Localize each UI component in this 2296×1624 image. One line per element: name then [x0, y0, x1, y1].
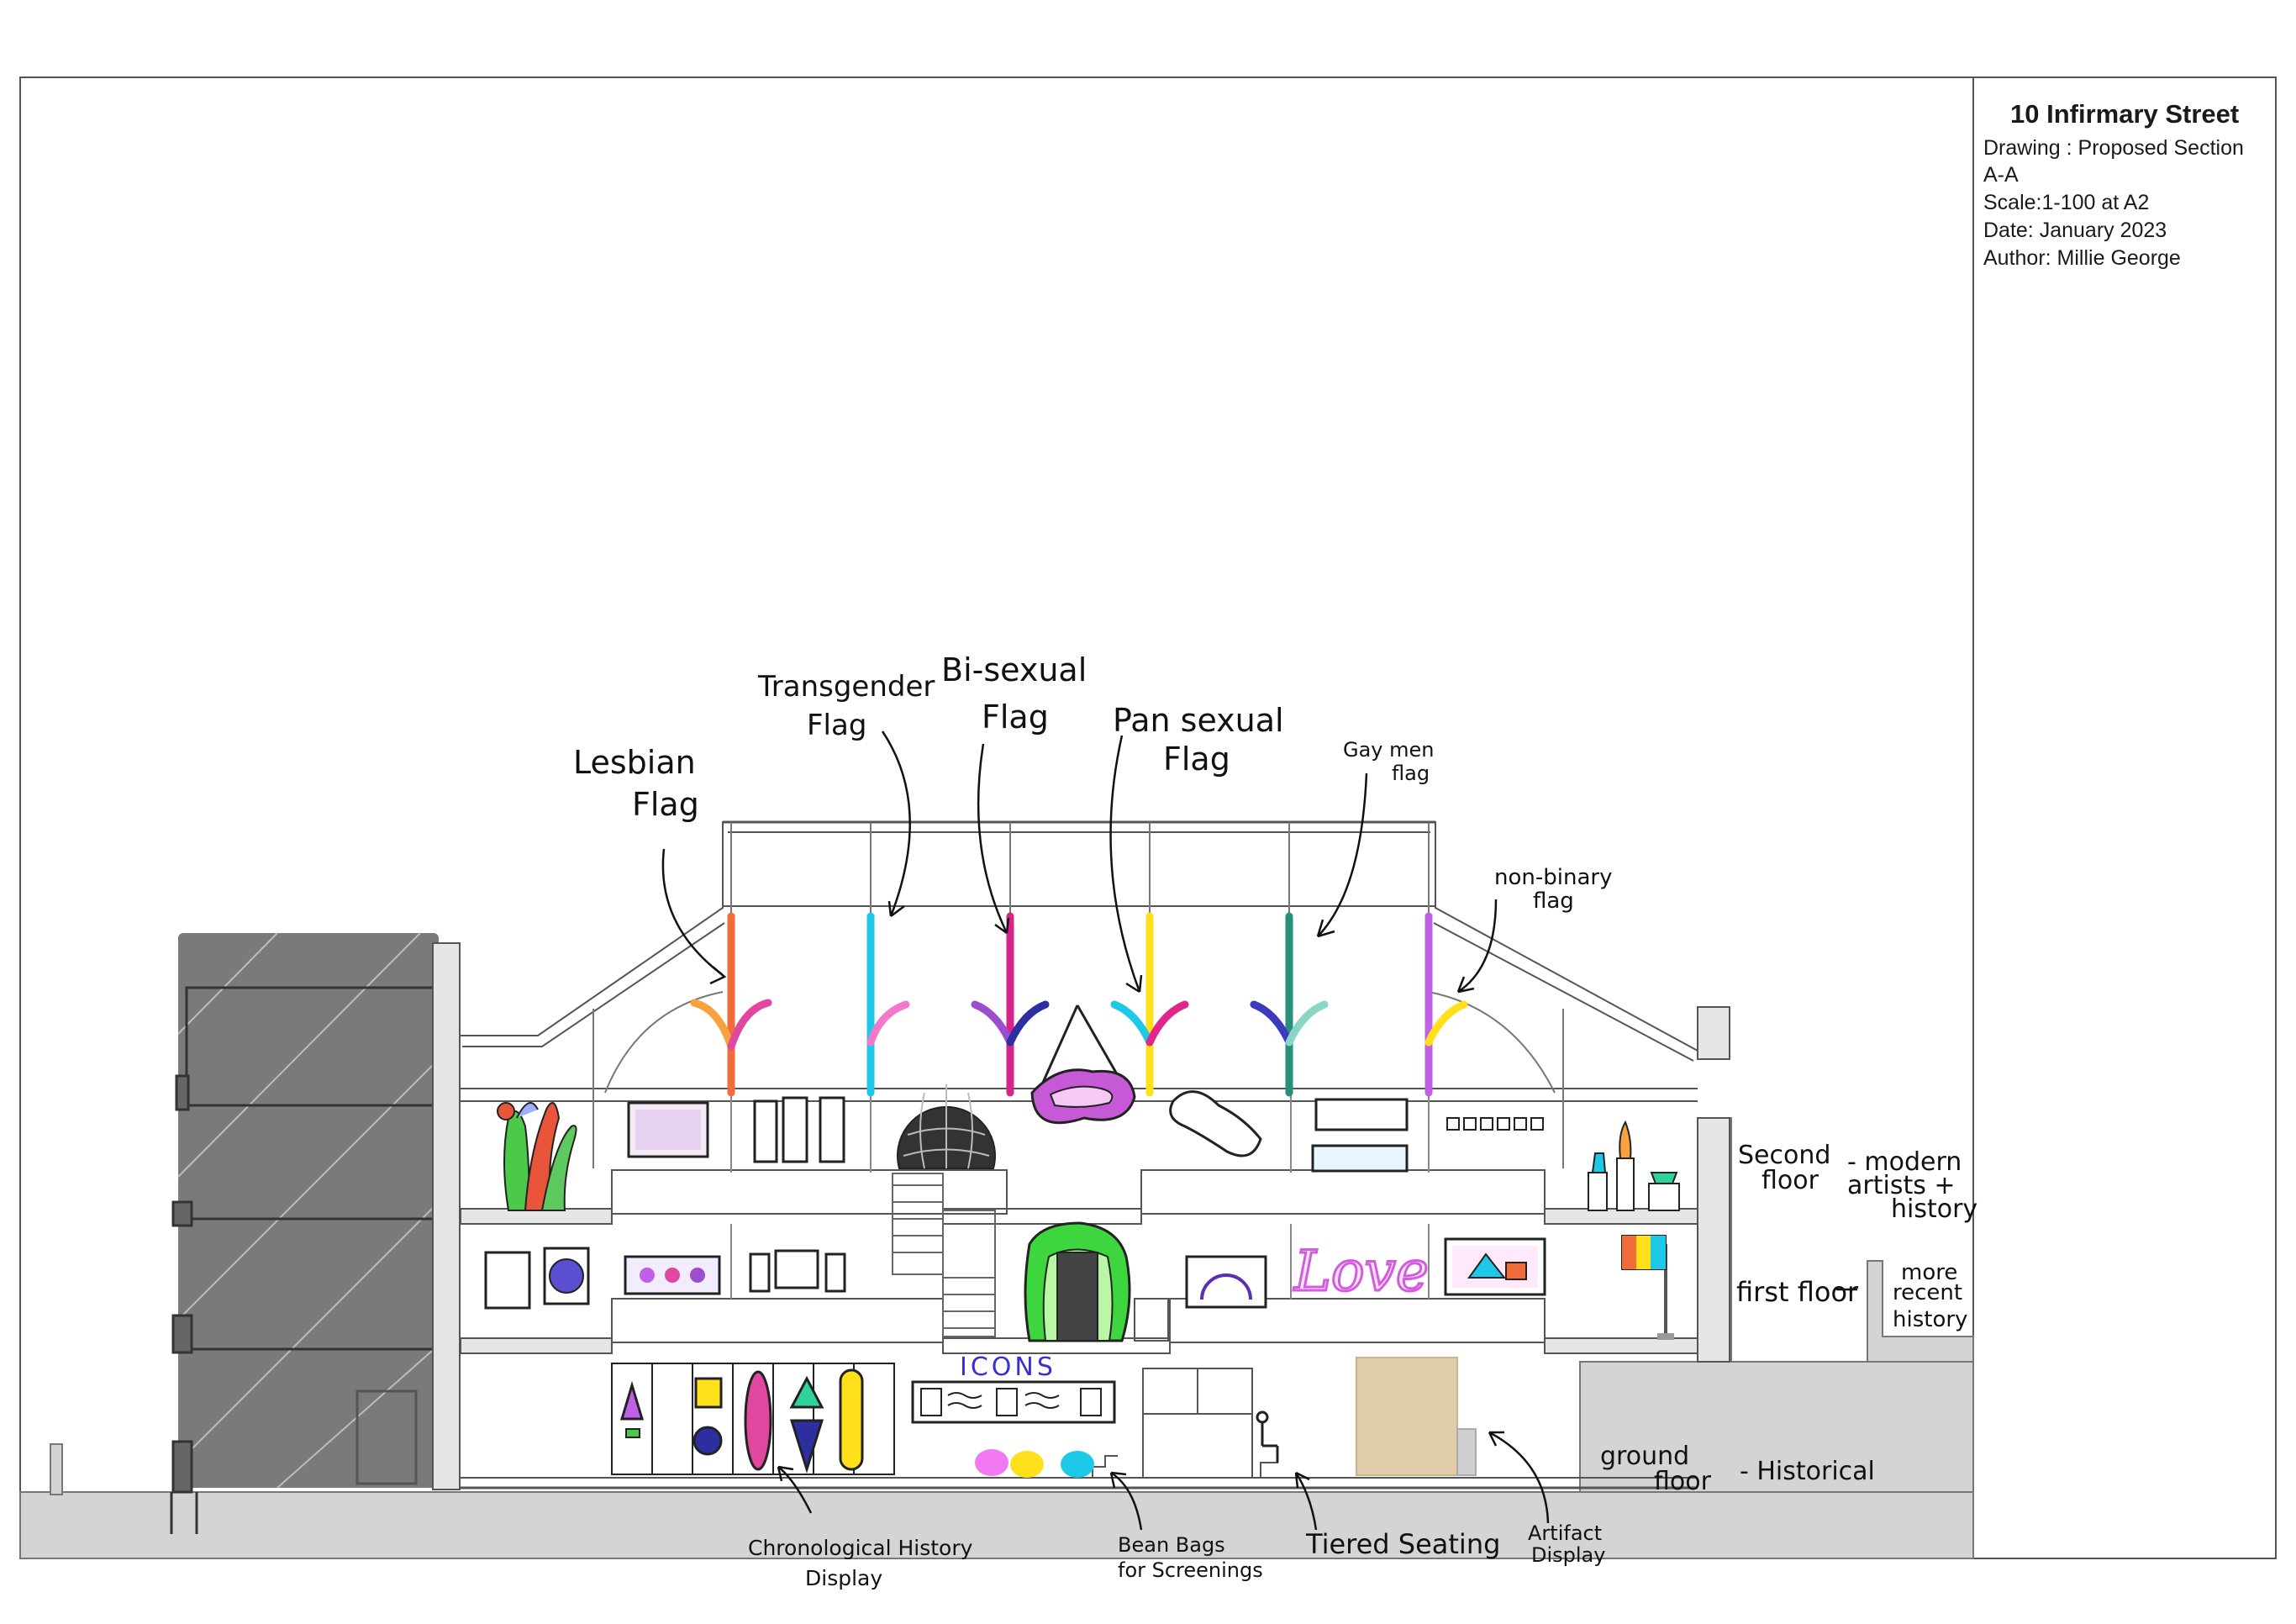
- sculpture-left: [497, 1102, 577, 1211]
- svg-text:Pan sexual: Pan sexual: [1113, 702, 1284, 739]
- building-section: [432, 820, 1730, 1490]
- svg-text:Flag: Flag: [632, 786, 699, 823]
- svg-text:Artifact: Artifact: [1528, 1521, 1602, 1545]
- label-tiered-seating: Tiered Seating: [1305, 1528, 1500, 1560]
- project-title: 10 Infirmary Street: [2010, 99, 2240, 129]
- svg-text:Flag: Flag: [1163, 741, 1230, 778]
- bean-bags: [975, 1449, 1094, 1478]
- svg-text:ground: ground: [1600, 1442, 1689, 1471]
- svg-text:Bi-sexual: Bi-sexual: [941, 651, 1087, 688]
- flag-label-lesbian: Lesbian Flag: [573, 744, 699, 823]
- painting-3: [782, 1096, 808, 1163]
- small-frames: [1446, 1117, 1544, 1131]
- bi-flag-pillar: [971, 912, 1050, 1097]
- pride-flag-pole: [1621, 1235, 1674, 1340]
- flag-label-non-binary: non-binary flag: [1494, 865, 1612, 914]
- painting-6: [1311, 1144, 1409, 1173]
- painting-2: [753, 1099, 778, 1163]
- trans-flag-pillar: [866, 912, 910, 1097]
- label-artifact: Artifact Display: [1528, 1521, 1605, 1567]
- svg-text:flag: flag: [1533, 888, 1574, 914]
- painting-4: [819, 1096, 845, 1163]
- svg-text:for Screenings: for Screenings: [1118, 1558, 1263, 1582]
- gay-flag-pillar: [1250, 912, 1329, 1097]
- svg-text:history: history: [1891, 1194, 1977, 1224]
- love-sign: Love: [1293, 1239, 1429, 1304]
- pan-flag-pillar: [1110, 912, 1189, 1097]
- svg-text:Second: Second: [1738, 1141, 1830, 1170]
- svg-text:Gay men: Gay men: [1343, 738, 1435, 762]
- first-floor-artworks: [484, 1221, 1674, 1342]
- label-chronological: Chronological History Display: [748, 1536, 973, 1590]
- svg-text:Flag: Flag: [807, 709, 866, 742]
- svg-text:Transgender: Transgender: [757, 670, 935, 704]
- floor-label-ground: ground floor - Historical: [1600, 1442, 1875, 1496]
- ground-floor-displays: ICONS: [611, 1352, 1279, 1478]
- svg-text:Flag: Flag: [982, 699, 1049, 736]
- scale: Scale:1-100 at A2: [1983, 191, 2150, 214]
- svg-text:recent: recent: [1893, 1280, 1962, 1305]
- svg-text:artists +: artists +: [1847, 1171, 1956, 1200]
- svg-text:more: more: [1901, 1260, 1957, 1285]
- svg-text:flag: flag: [1392, 762, 1430, 785]
- second-floor-artworks: [497, 1004, 1680, 1211]
- flag-pillars: [690, 912, 1468, 1097]
- svg-text:Tiered Seating: Tiered Seating: [1305, 1528, 1500, 1560]
- nb-flag-pillar: [1424, 912, 1468, 1097]
- svg-text:Display: Display: [1531, 1543, 1605, 1567]
- hanging-sculpture: [1030, 1004, 1136, 1125]
- floor-label-first-desc: more recent history: [1893, 1260, 1967, 1332]
- flag-label-transgender: Transgender Flag: [757, 670, 935, 742]
- svg-text:non-binary: non-binary: [1494, 865, 1612, 890]
- svg-text:floor: floor: [1654, 1467, 1712, 1496]
- splat-art: [1169, 1090, 1262, 1157]
- seated-figure: [1256, 1410, 1279, 1463]
- disco-sphere: [897, 1084, 996, 1169]
- svg-text:history: history: [1893, 1307, 1967, 1332]
- svg-text:first floor: first floor: [1736, 1276, 1859, 1308]
- svg-text:- modern: - modern: [1847, 1147, 1962, 1177]
- plinth-display: [1588, 1120, 1680, 1211]
- flag-label-pansexual: Pan sexual Flag: [1113, 702, 1284, 778]
- author: Author: Millie George: [1983, 246, 2181, 270]
- svg-text:Bean Bags: Bean Bags: [1118, 1533, 1225, 1557]
- neighbour-building: [170, 932, 440, 1534]
- svg-text:floor: floor: [1761, 1166, 1819, 1195]
- label-bean-bags: Bean Bags for Screenings: [1118, 1533, 1263, 1582]
- floor-label-first: first floor: [1736, 1276, 1859, 1308]
- icons-sign: ICONS: [960, 1352, 1056, 1382]
- floor-label-second: Second floor - modern artists + history: [1738, 1141, 1977, 1224]
- leader-lines: [661, 730, 1857, 1531]
- svg-text:Display: Display: [805, 1566, 882, 1590]
- painting-5: [1314, 1098, 1409, 1131]
- flag-label-bisexual: Bi-sexual Flag: [941, 651, 1087, 736]
- svg-text:Chronological History: Chronological History: [748, 1536, 973, 1560]
- section-id: A-A: [1983, 163, 2019, 187]
- drawing-type: Drawing : Proposed Section: [1983, 136, 2244, 160]
- lesbian-flag-pillar: [690, 912, 772, 1097]
- date: Date: January 2023: [1983, 219, 2167, 242]
- svg-text:Lesbian: Lesbian: [573, 744, 696, 781]
- svg-text:- Historical: - Historical: [1740, 1457, 1875, 1486]
- green-doorway: [1024, 1221, 1131, 1342]
- flag-label-gay-men: Gay men flag: [1343, 738, 1435, 785]
- icons-display-board: ICONS: [911, 1352, 1116, 1424]
